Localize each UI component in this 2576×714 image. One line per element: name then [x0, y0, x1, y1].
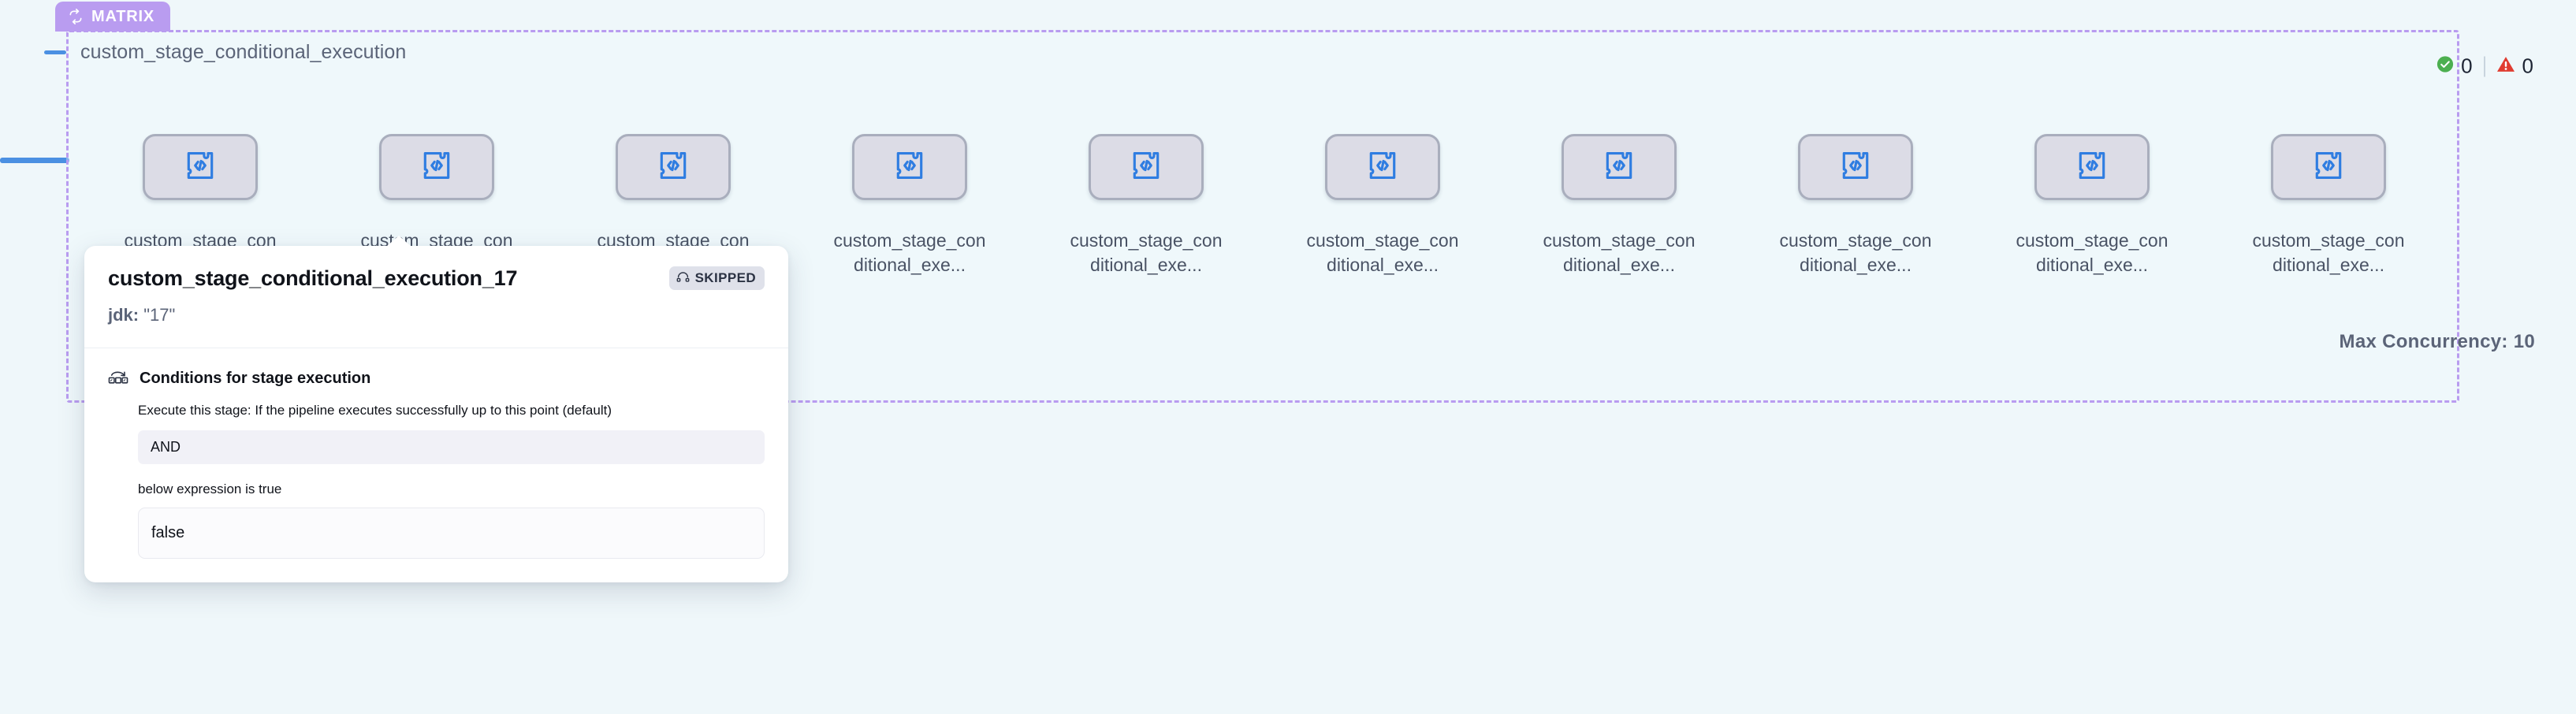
custom-stage-code-icon: [2312, 149, 2345, 186]
stage-node-8: custom_stage_conditional_exe...: [1777, 134, 1934, 277]
matrix-axis-val: "17": [143, 305, 176, 325]
stage-node-label: custom_stage_conditional_exe...: [1070, 230, 1223, 275]
warning-count-group: 0: [2496, 54, 2533, 79]
stage-node-box[interactable]: [143, 134, 258, 200]
stage-node-box[interactable]: [1089, 134, 1204, 200]
matrix-axis-value: jdk: "17": [108, 305, 765, 325]
stage-node-box[interactable]: [2034, 134, 2150, 200]
stage-node-7: custom_stage_conditional_exe...: [1540, 134, 1698, 277]
stage-node-label: custom_stage_conditional_exe...: [2252, 230, 2405, 275]
stage-node-box[interactable]: [379, 134, 494, 200]
stage-node-label: custom_stage_conditional_exe...: [2016, 230, 2168, 275]
warning-triangle-icon: [2496, 56, 2515, 77]
success-count: 0: [2461, 54, 2473, 78]
tooltip-body: Conditions for stage execution Execute t…: [84, 348, 788, 582]
custom-stage-code-icon: [1366, 149, 1399, 186]
expression-label: below expression is true: [138, 482, 282, 496]
matrix-badge-label: MATRIX: [91, 7, 154, 25]
stage-node-6: custom_stage_conditional_exe...: [1304, 134, 1461, 277]
stage-node-5: custom_stage_conditional_exe...: [1067, 134, 1225, 277]
max-concurrency-label: Max Concurrency: 10: [2339, 331, 2535, 352]
skip-step-icon: [108, 367, 128, 390]
tooltip-arrow: [386, 236, 411, 247]
matrix-axis-key: jdk:: [108, 305, 140, 325]
stage-node-10: custom_stage_conditional_exe...: [2250, 134, 2407, 277]
stage-node-label: custom_stage_conditional_exe...: [1306, 230, 1459, 275]
incoming-edge: [0, 158, 69, 163]
status-badge-label: SKIPPED: [694, 270, 756, 285]
check-circle-icon: [2436, 56, 2454, 77]
minus-icon[interactable]: [44, 50, 66, 54]
stage-tooltip-card: custom_stage_conditional_execution_17 SK…: [84, 236, 788, 582]
stage-node-label: custom_stage_conditional_exe...: [1779, 230, 1932, 275]
stage-node-label: custom_stage_conditional_exe...: [1543, 230, 1696, 275]
warning-count: 0: [2522, 54, 2533, 78]
stage-node-box[interactable]: [1562, 134, 1677, 200]
custom-stage-code-icon: [1130, 149, 1163, 186]
custom-stage-code-icon: [657, 149, 690, 186]
status-divider: [2483, 56, 2485, 76]
stage-node-box[interactable]: [1325, 134, 1440, 200]
stage-node-box[interactable]: [616, 134, 731, 200]
stage-node-box[interactable]: [1798, 134, 1913, 200]
custom-stage-code-icon: [1603, 149, 1636, 186]
loop-icon: [68, 9, 84, 24]
skip-arc-icon: [676, 270, 690, 286]
custom-stage-code-icon: [1839, 149, 1872, 186]
expression-input[interactable]: false: [138, 508, 765, 559]
page-title: custom_stage_conditional_execution: [80, 41, 407, 63]
custom-stage-code-icon: [420, 149, 453, 186]
status-badge: SKIPPED: [668, 266, 765, 290]
conditions-description: Execute this stage: If the pipeline exec…: [138, 403, 612, 418]
stage-node-9: custom_stage_conditional_exe...: [2013, 134, 2171, 277]
custom-stage-code-icon: [184, 149, 217, 186]
status-counters: 0 0: [2436, 54, 2533, 79]
conditions-heading: Conditions for stage execution: [140, 370, 371, 387]
custom-stage-code-icon: [893, 149, 926, 186]
condition-operator-field[interactable]: AND: [138, 430, 765, 464]
success-count-group: 0: [2436, 54, 2473, 79]
stage-node-box[interactable]: [2271, 134, 2386, 200]
custom-stage-code-icon: [2075, 149, 2109, 186]
stage-node-label: custom_stage_conditional_exe...: [833, 230, 986, 275]
stage-node-box[interactable]: [852, 134, 967, 200]
group-header: custom_stage_conditional_execution: [44, 41, 406, 64]
matrix-badge[interactable]: MATRIX: [55, 2, 170, 32]
stage-node-4: custom_stage_conditional_exe...: [831, 134, 988, 277]
tooltip-header: custom_stage_conditional_execution_17 SK…: [84, 246, 788, 348]
tooltip-title: custom_stage_conditional_execution_17: [108, 266, 518, 290]
